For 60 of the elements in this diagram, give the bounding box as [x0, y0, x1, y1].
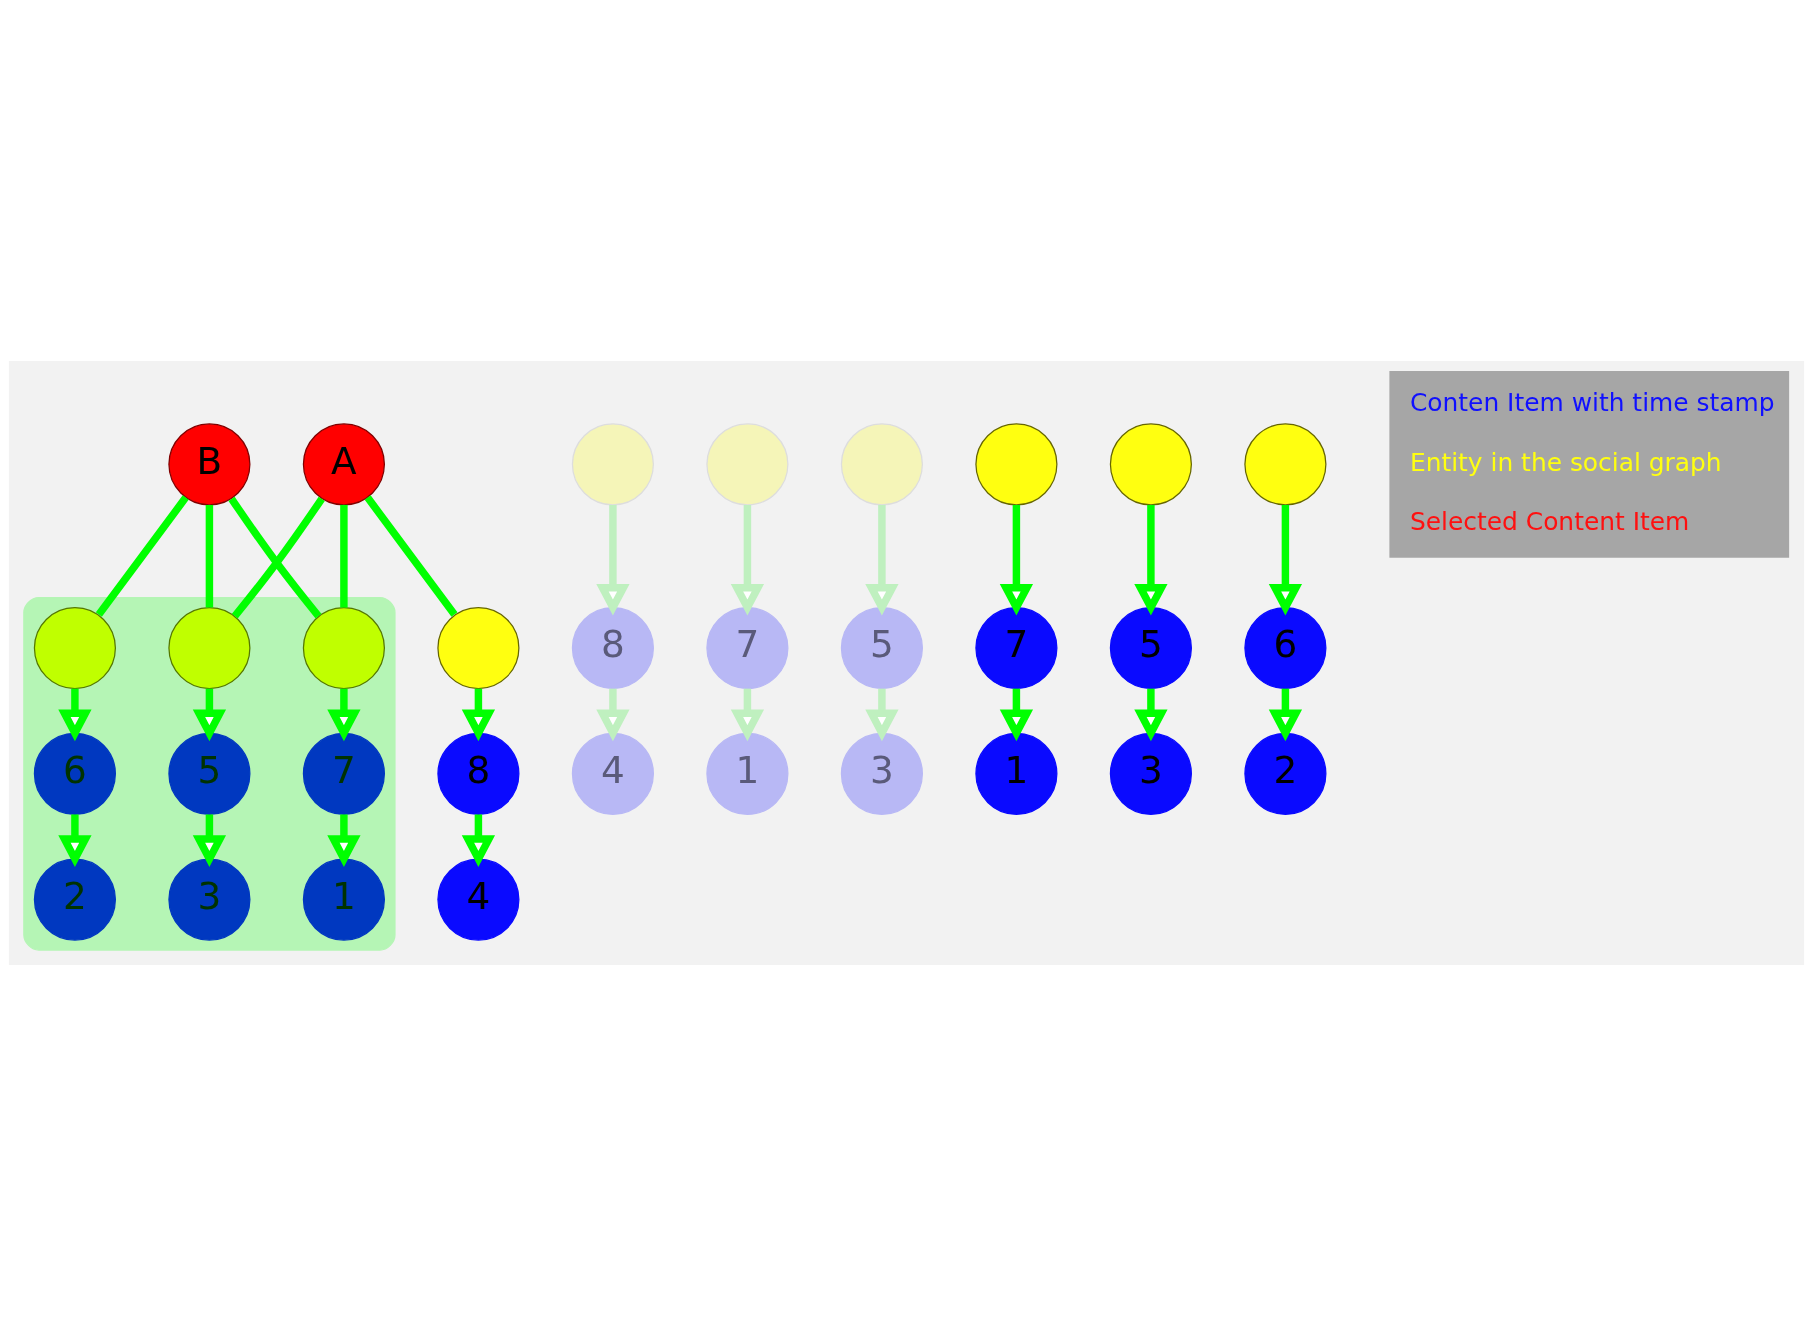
arrow	[1134, 688, 1168, 742]
arrow	[327, 814, 361, 867]
node-circle	[437, 606, 520, 690]
connector	[205, 504, 214, 608]
node-circle: 2	[33, 858, 116, 941]
node-circle: 7	[302, 732, 385, 815]
legend-label: Conten Item with time stamp	[1409, 387, 1775, 417]
node-circle: 4	[437, 858, 520, 941]
arrow	[192, 814, 227, 867]
node-circle: 7	[706, 606, 789, 690]
arrow	[730, 688, 765, 742]
node-circle: A	[302, 423, 385, 506]
node-circle	[840, 423, 923, 506]
arrow	[999, 504, 1034, 616]
arrow	[730, 504, 765, 616]
node-circle: 5	[1109, 606, 1192, 690]
node-circle: 2	[1244, 732, 1327, 815]
legend-label: Selected Content Item	[1409, 507, 1690, 537]
cluster	[23, 597, 396, 951]
node-circle: 1	[302, 858, 385, 941]
arrow	[192, 688, 227, 742]
node-circle: 8	[571, 606, 654, 690]
arrow	[1268, 688, 1303, 742]
node-circle: 1	[706, 732, 789, 815]
arrow	[461, 814, 496, 867]
node-circle	[1109, 423, 1192, 506]
node-circle: 3	[840, 732, 923, 815]
node-circle: B	[168, 423, 251, 506]
node-circle	[168, 606, 251, 690]
node-circle	[975, 423, 1058, 506]
node-circle	[706, 423, 789, 506]
legend-label: Entity in the social graph	[1409, 447, 1722, 477]
connector	[364, 495, 458, 617]
arrow	[1268, 504, 1303, 616]
node-circle: 7	[975, 606, 1058, 690]
arrow	[58, 814, 92, 867]
node-circle	[302, 606, 385, 690]
node-circle: 4	[571, 732, 654, 815]
node-circle: 8	[437, 732, 520, 815]
arrow	[58, 688, 92, 742]
arrow	[865, 504, 899, 616]
node-circle: 6	[1244, 606, 1327, 690]
arrow	[327, 688, 361, 742]
arrow	[461, 688, 496, 742]
node-circle: 3	[168, 858, 251, 941]
node-circle: 3	[1109, 732, 1192, 815]
node-circle: 6	[33, 732, 116, 815]
arrow	[596, 688, 630, 742]
node-circle: 1	[975, 732, 1058, 815]
node-circle: 5	[840, 606, 923, 690]
node-circle	[571, 423, 654, 506]
arrow	[596, 504, 630, 616]
connector	[95, 495, 189, 617]
node-circle	[1244, 423, 1327, 506]
node-circle	[33, 606, 116, 690]
arrow	[865, 688, 899, 742]
arrow	[1134, 504, 1168, 616]
node-circle: 5	[168, 732, 251, 815]
connector	[340, 504, 348, 608]
arrow	[999, 688, 1034, 742]
